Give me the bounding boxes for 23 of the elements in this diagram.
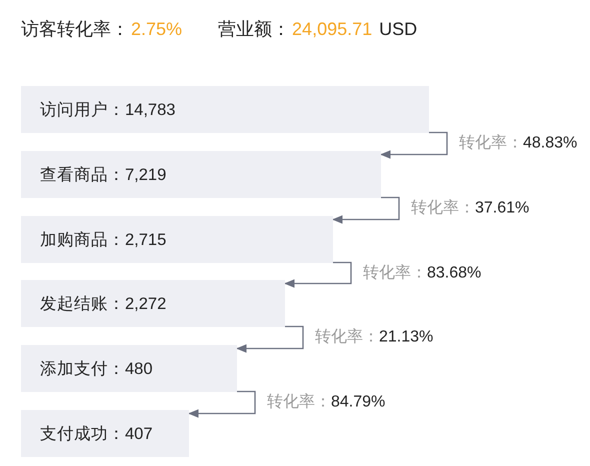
arrow	[237, 326, 304, 352]
metric-label: 访客转化率：	[21, 18, 129, 41]
metric-value: 2.75%	[131, 19, 182, 40]
funnel-stage-bar	[21, 280, 285, 327]
metric-value: 24,095.71	[292, 19, 372, 40]
stage-label: 查看商品：7,219	[40, 164, 166, 186]
metric-label: 营业额：	[218, 18, 290, 41]
stage-label: 发起结账：2,272	[40, 294, 166, 314]
arrow	[381, 132, 448, 158]
arrow	[285, 262, 352, 288]
arrow	[333, 196, 400, 224]
currency-unit: USD	[379, 19, 418, 40]
funnel-stage-bar	[21, 151, 381, 198]
funnel-stage-bar	[21, 216, 333, 263]
funnel-stage-bar	[21, 345, 237, 392]
stage-label: 支付成功：407	[40, 424, 153, 444]
edge-label: 转化率：83.68%	[363, 262, 482, 283]
funnel-stage-bar	[21, 86, 429, 133]
stage-label: 访问用户：14,783	[40, 100, 176, 120]
funnel-stage-bar	[21, 410, 189, 457]
stage-label: 加购商品：2,715	[40, 230, 166, 250]
arrow	[189, 390, 256, 418]
stage-label: 添加支付：480	[40, 358, 153, 380]
